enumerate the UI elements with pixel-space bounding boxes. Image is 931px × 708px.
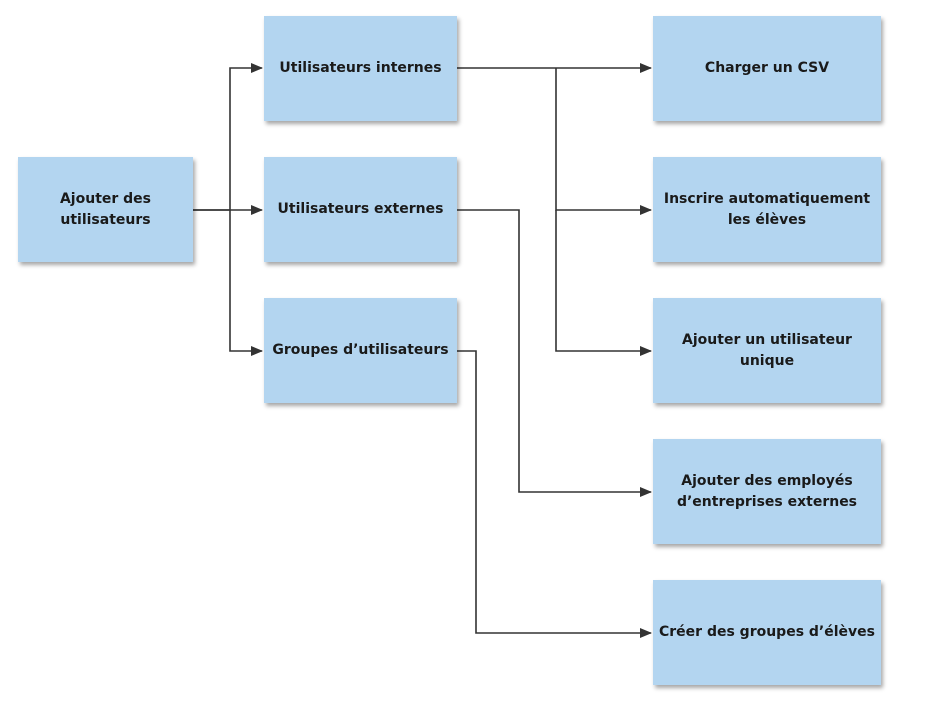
node-add-users: Ajouter des utilisateurs	[18, 157, 193, 262]
edge-internal-to-auto	[555, 68, 652, 215]
node-create-student-groups: Créer des groupes d’élèves	[653, 580, 881, 685]
node-label: Ajouter des utilisateurs	[59, 190, 152, 228]
edge-root-to-groups	[193, 63, 263, 211]
node-auto-enroll: Inscrire automatiquement les élèves	[653, 157, 881, 262]
node-upload-csv: Charger un CSV	[653, 16, 881, 121]
node-add-external-employees: Ajouter des employés d’entreprises exter…	[653, 439, 881, 544]
node-label: Utilisateurs externes	[277, 201, 444, 217]
node-external-users: Utilisateurs externes	[264, 157, 457, 262]
edge-root-to-groups	[229, 210, 263, 356]
node-label: Charger un CSV	[704, 60, 830, 76]
node-label: Utilisateurs internes	[279, 60, 442, 76]
node-label: Groupes d’utilisateurs	[272, 342, 449, 358]
node-internal-users: Utilisateurs internes	[264, 16, 457, 121]
node-add-single-user: Ajouter un utilisateur unique	[653, 298, 881, 403]
node-user-groups: Groupes d’utilisateurs	[264, 298, 457, 403]
edge-external-to-employees	[457, 209, 652, 497]
node-label: Ajouter des employés d’entreprises exter…	[676, 472, 858, 510]
node-label: Créer des groupes d’élèves	[659, 624, 875, 640]
edge-groups-to-student-groups	[457, 350, 652, 638]
node-label: Ajouter un utilisateur unique	[682, 331, 852, 369]
edge-internal-to-single	[555, 210, 652, 356]
node-label: Inscrire automatiquement les élèves	[663, 190, 871, 228]
